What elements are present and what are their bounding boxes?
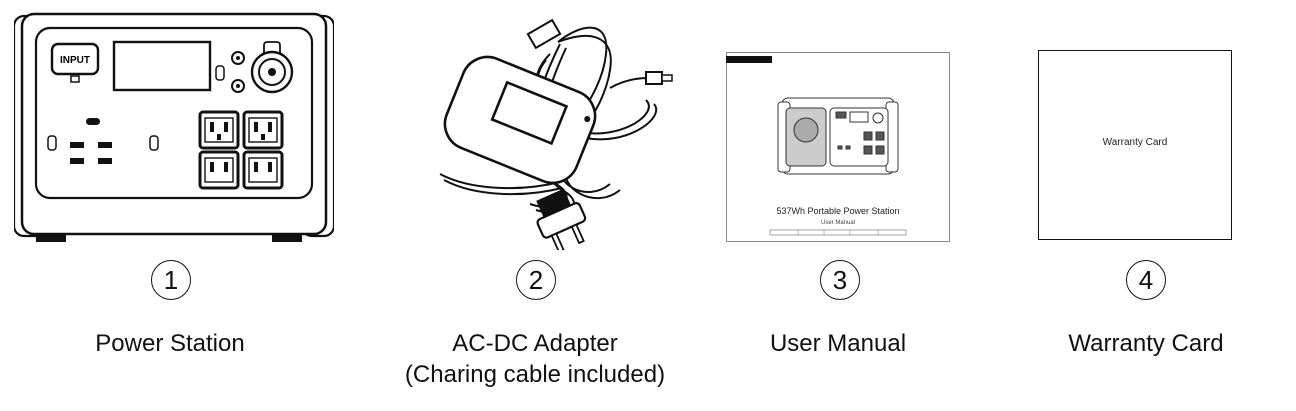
input-label: INPUT — [60, 55, 90, 66]
power-station-icon: INPUT — [14, 12, 334, 244]
item-label: User Manual — [769, 330, 907, 357]
item-label-line2: (Charing cable included) — [404, 361, 666, 388]
item-label: AC-DC Adapter (Charing cable included) — [380, 328, 690, 390]
item-ac-dc-adapter: 2 AC-DC Adapter (Charing cable included) — [380, 0, 700, 411]
item-number: 3 — [820, 260, 860, 300]
manual-cover-subtitle: User Manual — [821, 220, 855, 226]
user-manual-icon: 537Wh Portable Power Station User Manual — [726, 52, 950, 242]
warranty-card-icon: Warranty Card — [1038, 50, 1232, 240]
item-power-station: INPUT — [0, 0, 340, 411]
manual-cover-title: 537Wh Portable Power Station — [776, 206, 899, 216]
item-user-manual: 537Wh Portable Power Station User Manual… — [720, 0, 960, 411]
item-label: Power Station — [95, 330, 245, 357]
item-label: Warranty Card — [1068, 330, 1224, 357]
item-number: 2 — [516, 260, 556, 300]
warranty-card-text: Warranty Card — [1102, 137, 1168, 148]
ac-dc-adapter-icon — [410, 14, 680, 250]
item-number: 4 — [1126, 260, 1166, 300]
item-warranty-card: Warranty Card 4 Warranty Card — [1020, 0, 1296, 411]
item-label-line1: AC-DC Adapter — [452, 330, 618, 357]
item-number: 1 — [151, 260, 191, 300]
